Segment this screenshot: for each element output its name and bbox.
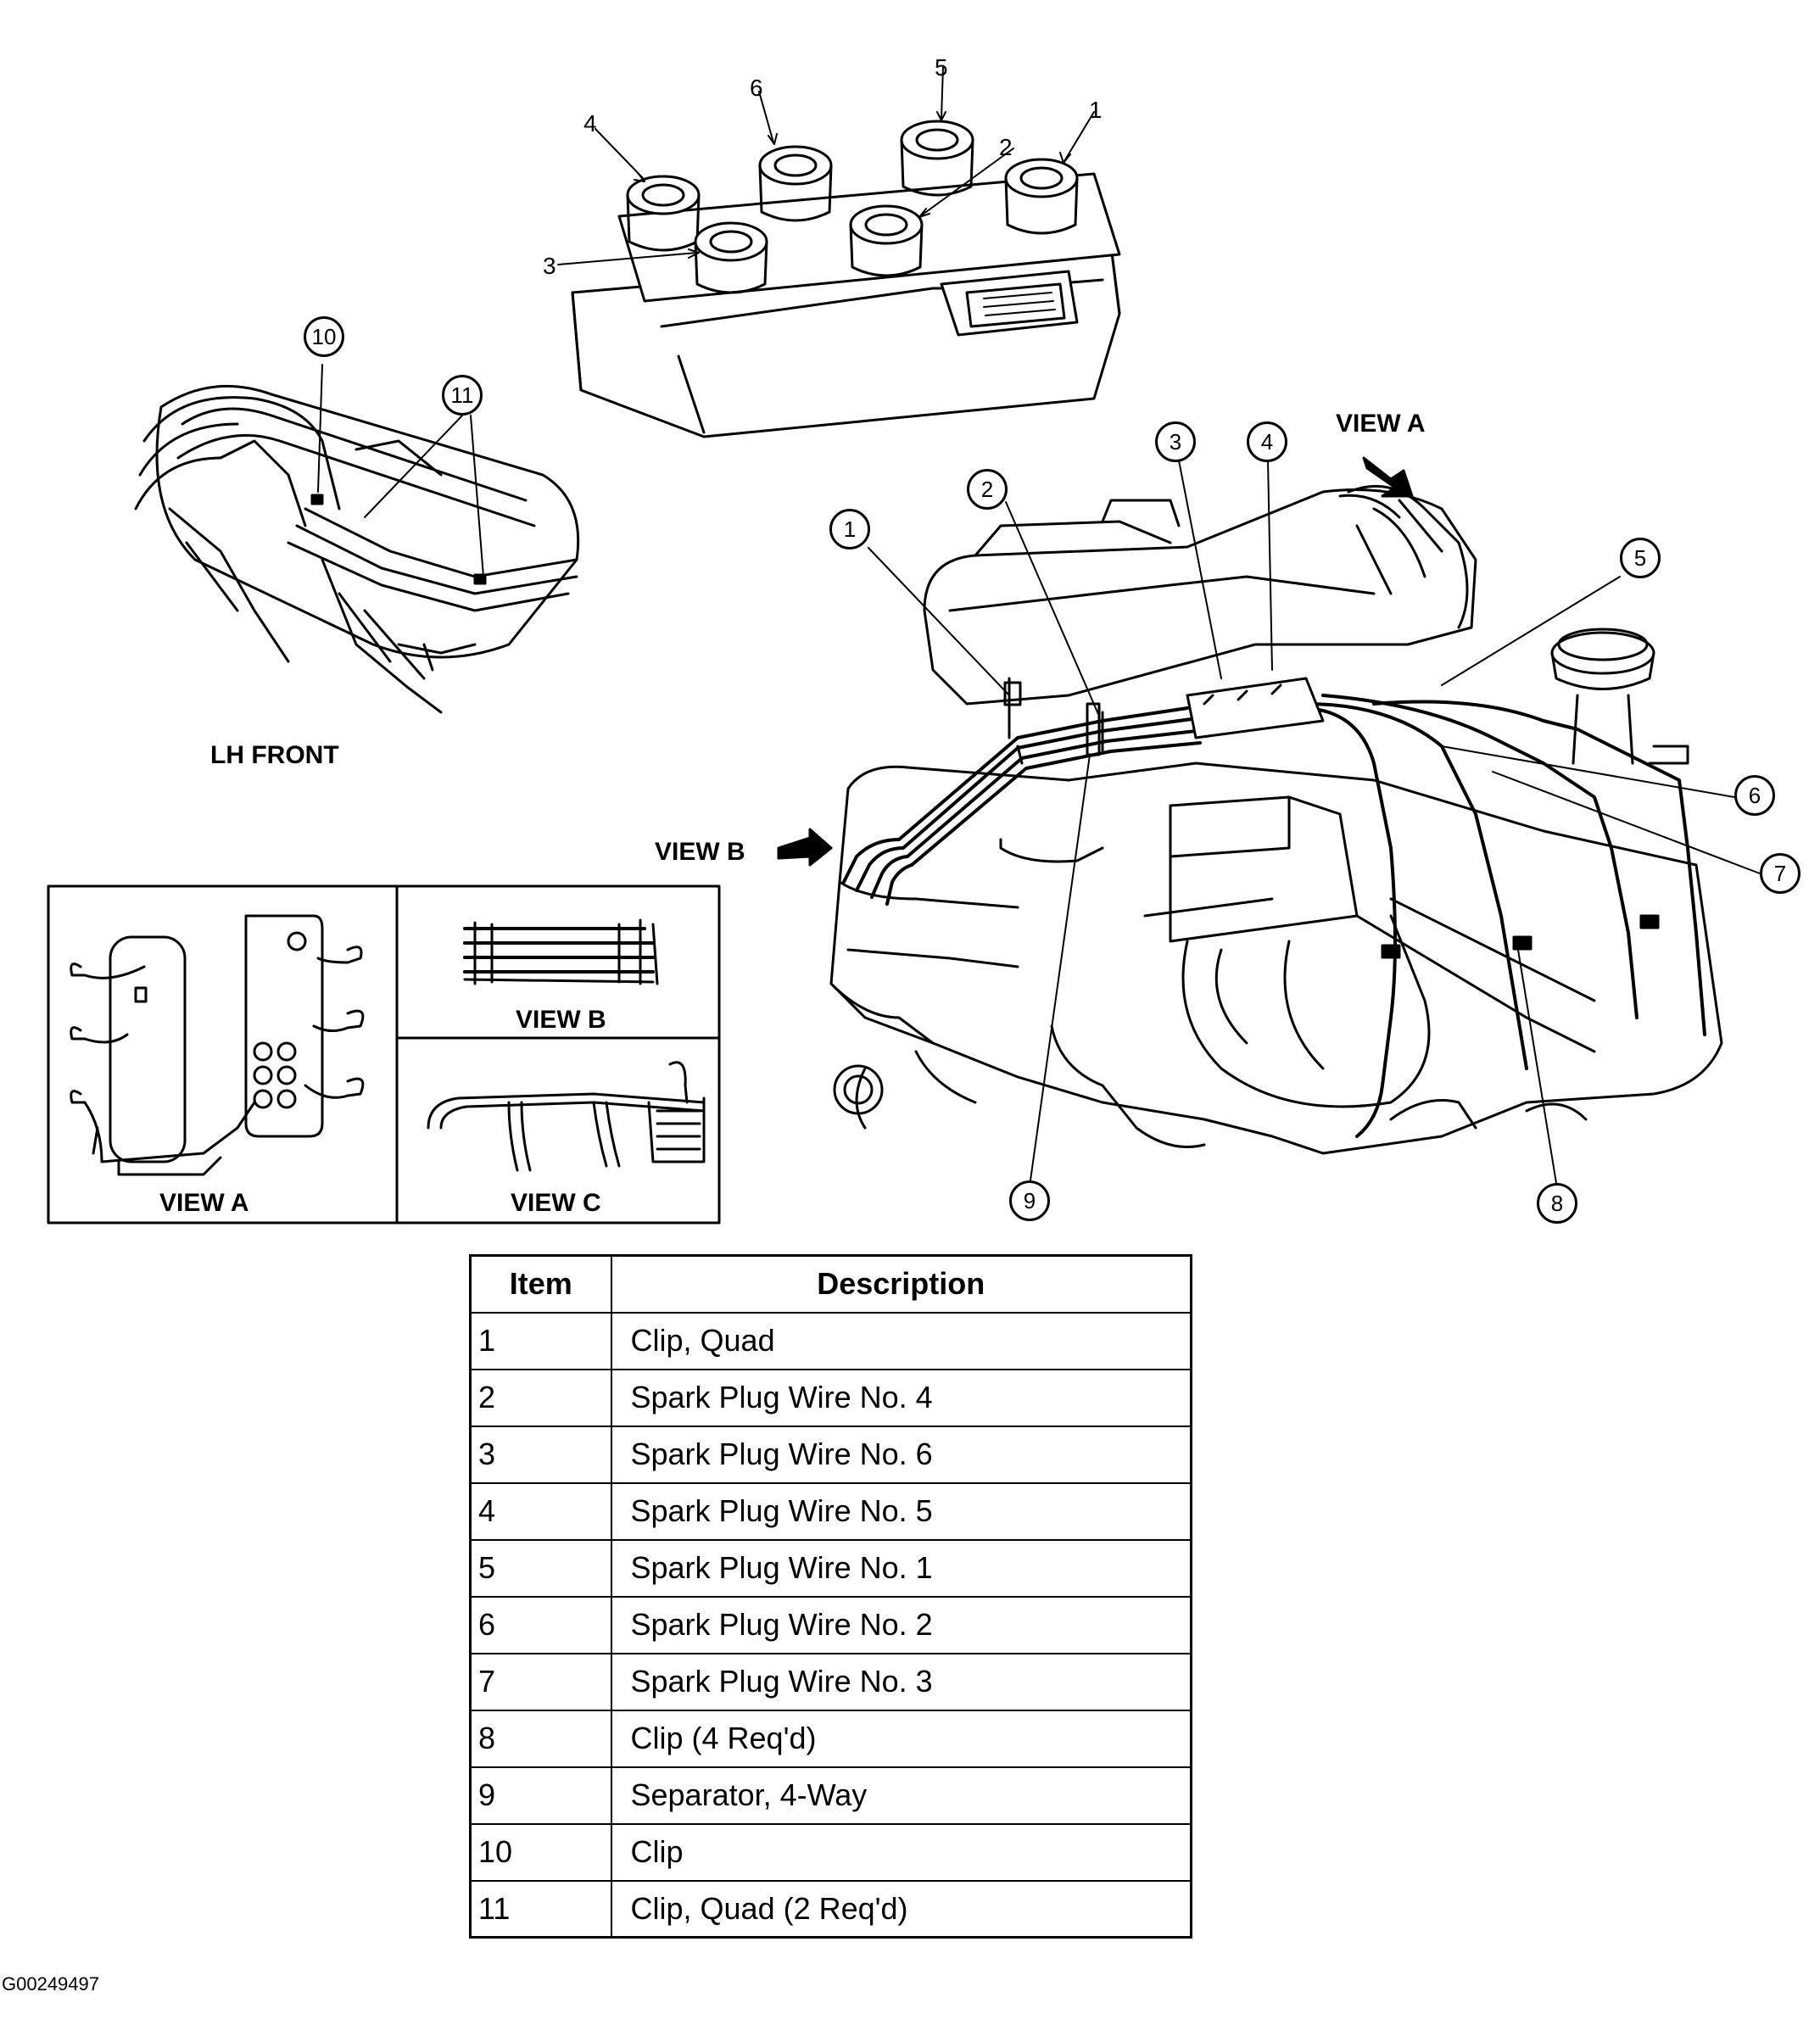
legend-item: 2 (469, 1368, 612, 1427)
view-b-label: VIEW B (516, 1006, 606, 1034)
callout-10: 10 (304, 316, 344, 357)
view-b-arrow-label: VIEW B (655, 838, 745, 866)
legend-item: 7 (469, 1652, 612, 1711)
legend-item: 10 (469, 1822, 612, 1882)
coil-tower-label-4: 4 (583, 110, 597, 137)
view-a-arrow-icon (1362, 456, 1414, 498)
callout-3: 3 (1155, 421, 1196, 462)
view-boxes (47, 884, 721, 1225)
lh-front-label: LH FRONT (210, 741, 339, 769)
figure-id: G00249497 (2, 1973, 99, 1995)
coil-towers (626, 120, 1079, 294)
callout-8: 8 (1537, 1183, 1577, 1224)
coil-tower-label-3: 3 (543, 253, 556, 279)
callout-5: 5 (1620, 538, 1661, 578)
legend-description: Spark Plug Wire No. 3 (610, 1652, 1192, 1711)
legend-item: 3 (469, 1425, 612, 1484)
legend-header-description: Description (610, 1254, 1192, 1314)
view-b-arrow-icon (777, 828, 833, 867)
callout-4: 4 (1247, 421, 1287, 462)
view-a-arrow-label: VIEW A (1336, 410, 1426, 438)
legend-description: Spark Plug Wire No. 2 (610, 1595, 1192, 1654)
legend-description: Clip (4 Req'd) (610, 1709, 1192, 1768)
legend-header-row: Item Description (469, 1254, 1192, 1314)
legend-item: 9 (469, 1766, 612, 1825)
legend-header-item: Item (469, 1254, 612, 1314)
view-c-label: VIEW C (511, 1189, 601, 1217)
coil-tower-label-6: 6 (750, 75, 763, 101)
legend-description: Spark Plug Wire No. 6 (610, 1425, 1192, 1484)
callout-1: 1 (829, 509, 870, 550)
legend-description: Clip (610, 1822, 1192, 1882)
coil-tower-label-5: 5 (935, 54, 948, 81)
legend-item: 5 (469, 1538, 612, 1598)
engine-main-illustration (777, 456, 1761, 1184)
callout-11: 11 (442, 375, 483, 416)
legend-item: 8 (469, 1709, 612, 1768)
legend-item: 11 (469, 1879, 612, 1939)
callout-6: 6 (1734, 775, 1775, 816)
legend-description: Separator, 4-Way (610, 1766, 1192, 1825)
lh-front-illustration (134, 364, 580, 714)
coil-tower-label-2: 2 (999, 134, 1013, 160)
callout-2: 2 (967, 469, 1008, 510)
ignition-coil-pack (557, 65, 1121, 438)
callout-9: 9 (1009, 1180, 1050, 1221)
legend-description: Clip, Quad (610, 1311, 1192, 1370)
legend-item: 6 (469, 1595, 612, 1654)
view-a-label: VIEW A (159, 1189, 249, 1217)
legend-item: 4 (469, 1481, 612, 1541)
legend-description: Clip, Quad (2 Req'd) (610, 1879, 1192, 1939)
legend-description: Spark Plug Wire No. 4 (610, 1368, 1192, 1427)
legend-item: 1 (469, 1311, 612, 1370)
legend-description: Spark Plug Wire No. 5 (610, 1481, 1192, 1541)
coil-tower-label-1: 1 (1089, 97, 1103, 123)
legend-description: Spark Plug Wire No. 1 (610, 1538, 1192, 1598)
callout-7: 7 (1760, 853, 1800, 894)
